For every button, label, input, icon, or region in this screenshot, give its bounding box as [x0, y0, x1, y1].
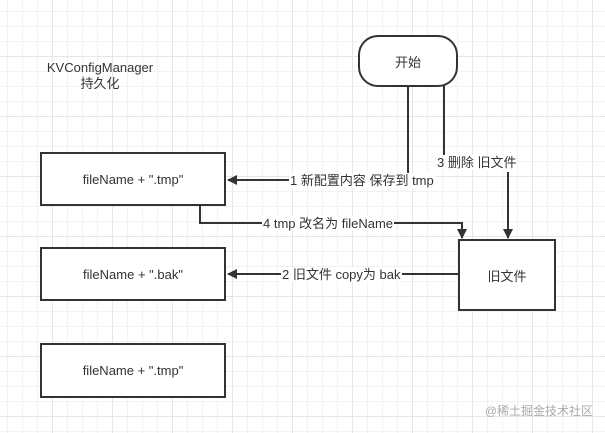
diagram-title: KVConfigManager 持久化 [40, 60, 160, 92]
bak-file-node[interactable]: fileName + ".bak" [40, 247, 226, 301]
title-line-2: 持久化 [80, 76, 120, 91]
start-node[interactable]: 开始 [358, 35, 458, 87]
edge-label-step1: 1 新配置内容 保存到 tmp [289, 173, 435, 188]
tmp-file-node-2[interactable]: fileName + ".tmp" [40, 343, 226, 398]
tmp-file-node[interactable]: fileName + ".tmp" [40, 152, 226, 206]
edge-label-step2: 2 旧文件 copy为 bak [281, 267, 402, 282]
old-file-node[interactable]: 旧文件 [458, 239, 556, 311]
edge-label-step3: 3 删除 旧文件 [436, 155, 518, 170]
edge-step1 [227, 86, 409, 185]
title-line-1: KVConfigManager [46, 60, 154, 75]
watermark: @稀土掘金技术社区 [484, 404, 593, 418]
edge-label-step4: 4 tmp 改名为 fileName [262, 216, 395, 231]
